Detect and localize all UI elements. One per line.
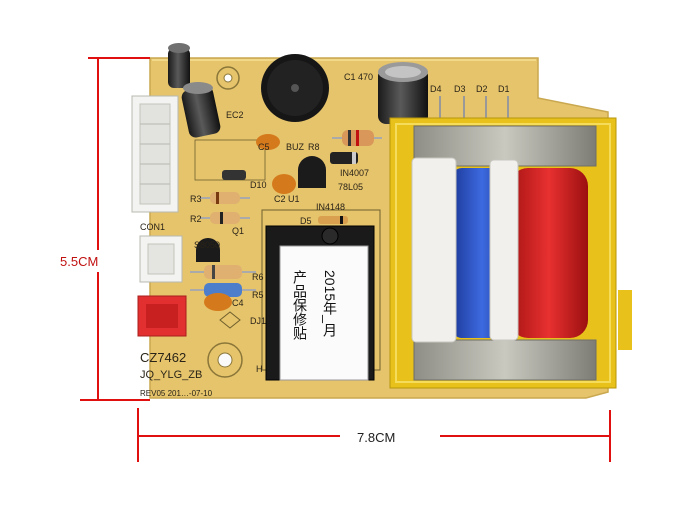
sticker-line1: 产品保修贴	[292, 270, 308, 340]
label-d3: D3	[454, 84, 466, 94]
silkscreen-labels: C1 470 D4 D3 D2 D1 EC2 C5 BUZ R8 D10 C2 …	[140, 72, 510, 374]
regulator-78l05	[298, 156, 326, 188]
resistor-r2	[200, 212, 250, 224]
capacitor-c2	[272, 174, 296, 194]
label-r2: R2	[190, 214, 202, 224]
transistor-s8050	[196, 238, 220, 262]
connector-con1	[131, 95, 179, 213]
diode-in4007	[330, 152, 358, 164]
label-r3: R3	[190, 194, 202, 204]
connector-red	[137, 295, 187, 337]
dimension-height: 5.5CM	[58, 57, 150, 401]
coil-red	[510, 168, 588, 338]
label-d2: D2	[476, 84, 488, 94]
label-buz: BUZ	[286, 142, 305, 152]
diode-d10	[222, 170, 246, 180]
label-d1: D1	[498, 84, 510, 94]
label-ec2: EC2	[226, 110, 244, 120]
bobbin-flange-middle	[489, 159, 519, 341]
dimension-width: 7.8CM	[137, 408, 611, 462]
label-c5: C5	[258, 142, 270, 152]
diode-in4148	[318, 216, 348, 224]
label-c4: C4	[232, 298, 244, 308]
label-d10: D10	[250, 180, 267, 190]
label-d5: D5	[300, 216, 312, 226]
label-c1: C1 470	[344, 72, 373, 82]
board-revision: REV05 201…-07-10	[140, 389, 213, 398]
label-78l05: 78L05	[338, 182, 363, 192]
warranty-sticker: 产品保修贴 2015年_月	[279, 245, 369, 381]
electrolytic-capacitor-c1	[378, 62, 428, 124]
resistor-r8	[332, 130, 382, 146]
capacitor-c4	[204, 293, 232, 311]
label-h: H	[256, 364, 263, 374]
resistor-r3	[200, 192, 250, 204]
width-label: 7.8CM	[357, 430, 395, 445]
mounting-hole-top	[216, 66, 240, 90]
label-r6: R6	[252, 272, 264, 282]
transformer	[389, 117, 632, 389]
connector-small-white	[139, 235, 183, 283]
resistor-r6	[190, 265, 256, 279]
label-in4007: IN4007	[340, 168, 369, 178]
capacitor-c5	[256, 134, 280, 150]
label-d4: D4	[430, 84, 442, 94]
bobbin-flange-left	[411, 157, 457, 343]
buzzer	[261, 54, 329, 122]
label-q1: Q1	[232, 226, 244, 236]
mounting-hole-bottom	[207, 342, 243, 378]
electrolytic-capacitor-small	[168, 43, 190, 88]
label-c2u1: C2 U1	[274, 194, 300, 204]
board-code: JQ_YLG_ZB	[140, 369, 202, 381]
label-s8050: S8050	[194, 240, 220, 250]
board-model: CZ7462	[140, 350, 186, 365]
height-label: 5.5CM	[60, 254, 98, 269]
label-r8: R8	[308, 142, 320, 152]
label-in4148: IN4148	[316, 202, 345, 212]
sticker-line2: 2015年_月	[322, 270, 338, 338]
electrolytic-capacitor-ec2	[181, 82, 221, 138]
label-r5: R5	[252, 290, 264, 300]
label-con1: CON1	[140, 222, 165, 232]
label-dj1: DJ1	[250, 316, 266, 326]
